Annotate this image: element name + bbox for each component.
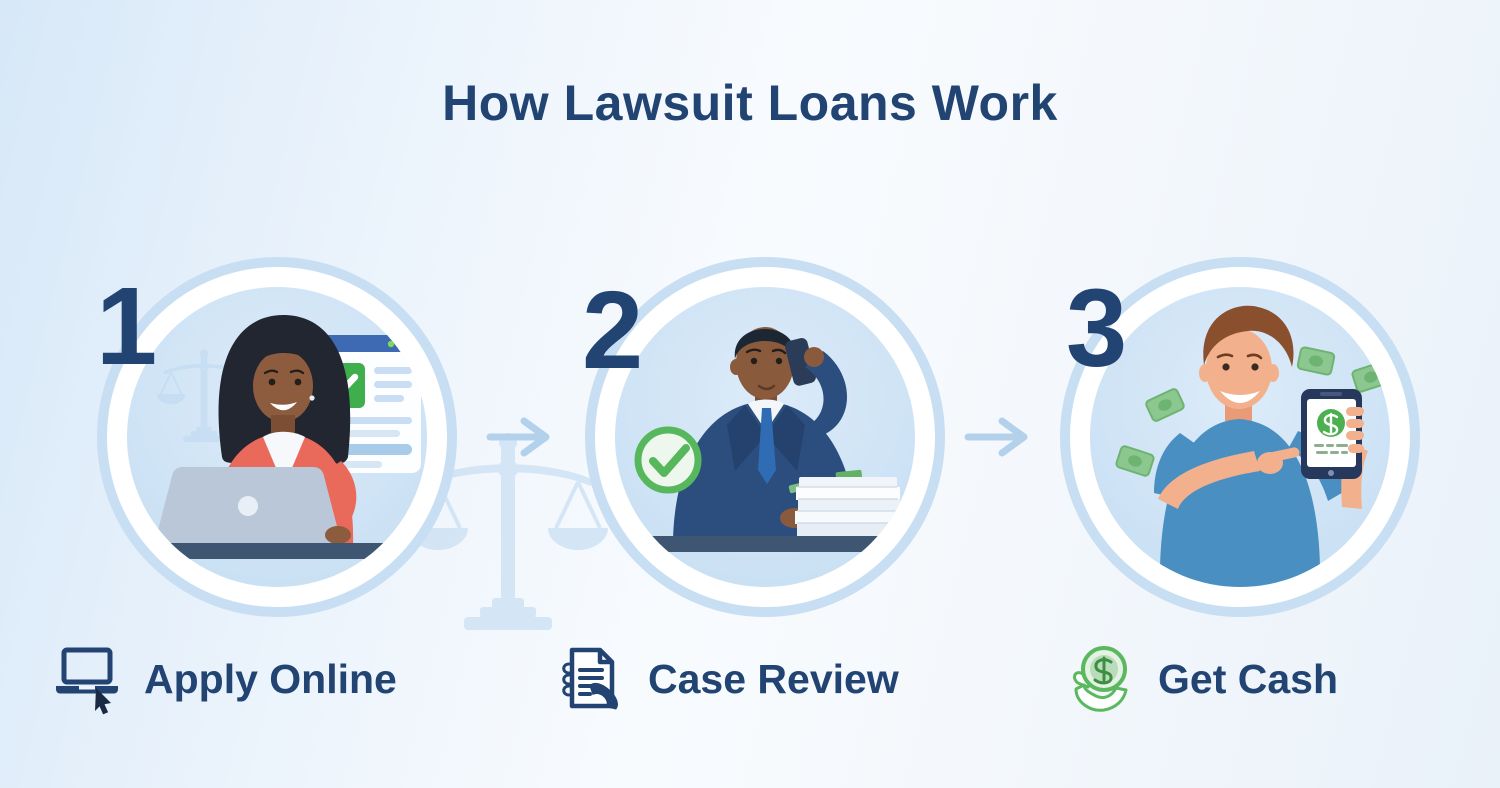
- laptop-graphic: [156, 467, 351, 552]
- money-bills-graphic: [1115, 346, 1390, 477]
- arrow-right-icon: [964, 417, 1028, 457]
- document-phone-icon: [562, 647, 618, 710]
- illustration-get-cash: [1060, 257, 1420, 617]
- step-label-apply-online: Apply Online: [54, 642, 397, 716]
- step-label-case-review: Case Review: [558, 642, 899, 716]
- step-2-number: 2: [582, 269, 644, 392]
- step-2-label: Case Review: [648, 655, 899, 702]
- desk-graphic: [641, 536, 893, 552]
- illustration-case-review: [585, 257, 945, 617]
- step-1-label: Apply Online: [144, 655, 397, 702]
- hands-graphic: [1257, 407, 1364, 474]
- step-1-number: 1: [96, 265, 158, 388]
- scales-of-justice-watermark: [408, 433, 608, 630]
- desk-graphic: [151, 543, 403, 559]
- page-title: How Lawsuit Loans Work: [442, 75, 1058, 131]
- step-2-circle: [583, 255, 947, 619]
- step-3-circle: [1058, 255, 1422, 619]
- arrow-right-icon: [486, 417, 550, 457]
- step-1-circle: [95, 255, 459, 619]
- illustration-apply-online: [97, 257, 457, 617]
- step-3-label: Get Cash: [1158, 655, 1338, 702]
- dollar-coin-hand-icon: [1072, 646, 1128, 712]
- check-badge: [634, 426, 702, 494]
- documents-stack-graphic: [788, 469, 901, 537]
- step-3-number: 3: [1066, 267, 1128, 390]
- step-label-get-cash: Get Cash: [1068, 642, 1338, 716]
- laptop-cursor-icon: [56, 647, 118, 715]
